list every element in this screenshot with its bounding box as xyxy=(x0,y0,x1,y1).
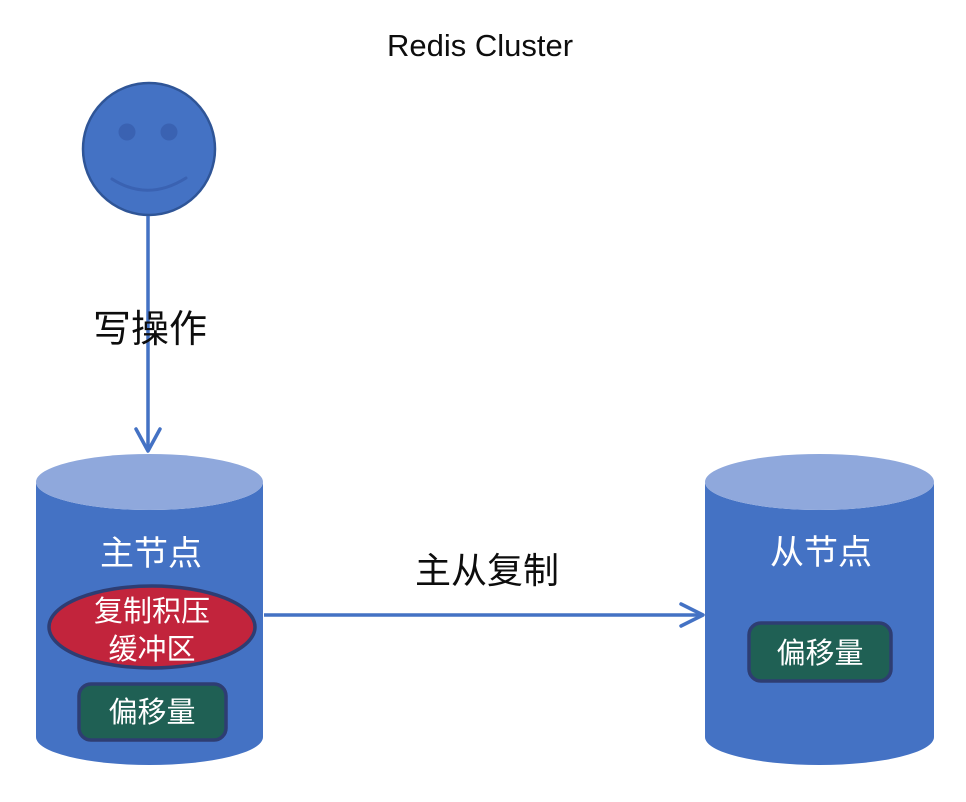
smiley-face-icon xyxy=(81,81,217,217)
smiley-eye-right xyxy=(160,123,178,141)
replication-backlog-buffer xyxy=(47,584,257,670)
master-offset-box xyxy=(77,682,228,742)
replication-arrow xyxy=(264,602,705,628)
master-node: 主节点 复制积压 缓冲区 偏移量 xyxy=(36,454,263,766)
write-arrow-label: 写操作 xyxy=(93,309,207,351)
smiley-eye-left xyxy=(118,123,136,141)
slave-offset-box xyxy=(747,621,893,683)
slave-offset-label: 偏移量 xyxy=(776,637,863,670)
buffer-label-line1: 复制积压 xyxy=(94,595,210,628)
replication-arrow-label: 主从复制 xyxy=(415,550,559,591)
write-arrow xyxy=(134,216,162,453)
slave-cylinder-top xyxy=(705,454,934,510)
buffer-label-line2: 缓冲区 xyxy=(108,633,195,666)
slave-node: 从节点 偏移量 xyxy=(705,454,935,766)
master-cylinder-top xyxy=(36,454,263,510)
master-node-label: 主节点 xyxy=(100,535,202,573)
smiley-mouth xyxy=(110,176,188,192)
master-offset-label: 偏移量 xyxy=(108,696,195,729)
diagram-title: Redis Cluster xyxy=(387,28,573,63)
smiley-face-circle xyxy=(81,81,217,217)
slave-node-label: 从节点 xyxy=(770,534,872,572)
replication-arrowhead-icon xyxy=(679,602,705,628)
write-arrowhead-icon xyxy=(134,427,162,453)
